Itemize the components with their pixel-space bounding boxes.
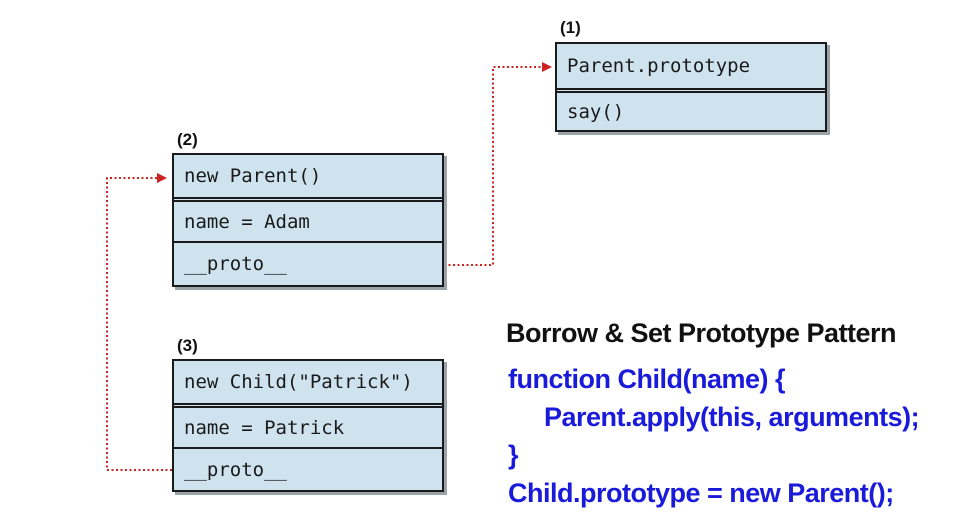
new-child-box: new Child("Patrick") name = Patrick __pr… bbox=[172, 359, 444, 492]
code-line: } bbox=[508, 440, 519, 470]
arrow-parent-proto-to-prototype bbox=[444, 62, 552, 266]
box-row: name = Adam bbox=[174, 197, 442, 241]
box-1-tag: (1) bbox=[560, 18, 581, 37]
pattern-title: Borrow & Set Prototype Pattern bbox=[506, 318, 897, 348]
box-row: name = Patrick bbox=[174, 403, 442, 447]
box-row: __proto__ bbox=[174, 447, 442, 490]
box-row: Parent.prototype bbox=[567, 55, 751, 77]
box-row: say() bbox=[557, 88, 825, 130]
box-row: __proto__ bbox=[174, 241, 442, 285]
box-3-tag: (3) bbox=[177, 336, 198, 355]
code-line: function Child(name) { bbox=[508, 364, 785, 394]
box-row: new Parent() bbox=[184, 165, 322, 187]
box-2-tag: (2) bbox=[177, 130, 198, 149]
code-line: Child.prototype = new Parent(); bbox=[508, 478, 894, 508]
code-line: Parent.apply(this, arguments); bbox=[544, 402, 920, 432]
box-row: new Child("Patrick") bbox=[184, 371, 413, 393]
arrow-child-proto-to-parent bbox=[106, 173, 172, 471]
parent-prototype-box: Parent.prototype say() bbox=[555, 42, 827, 132]
new-parent-box: new Parent() name = Adam __proto__ bbox=[172, 153, 444, 287]
